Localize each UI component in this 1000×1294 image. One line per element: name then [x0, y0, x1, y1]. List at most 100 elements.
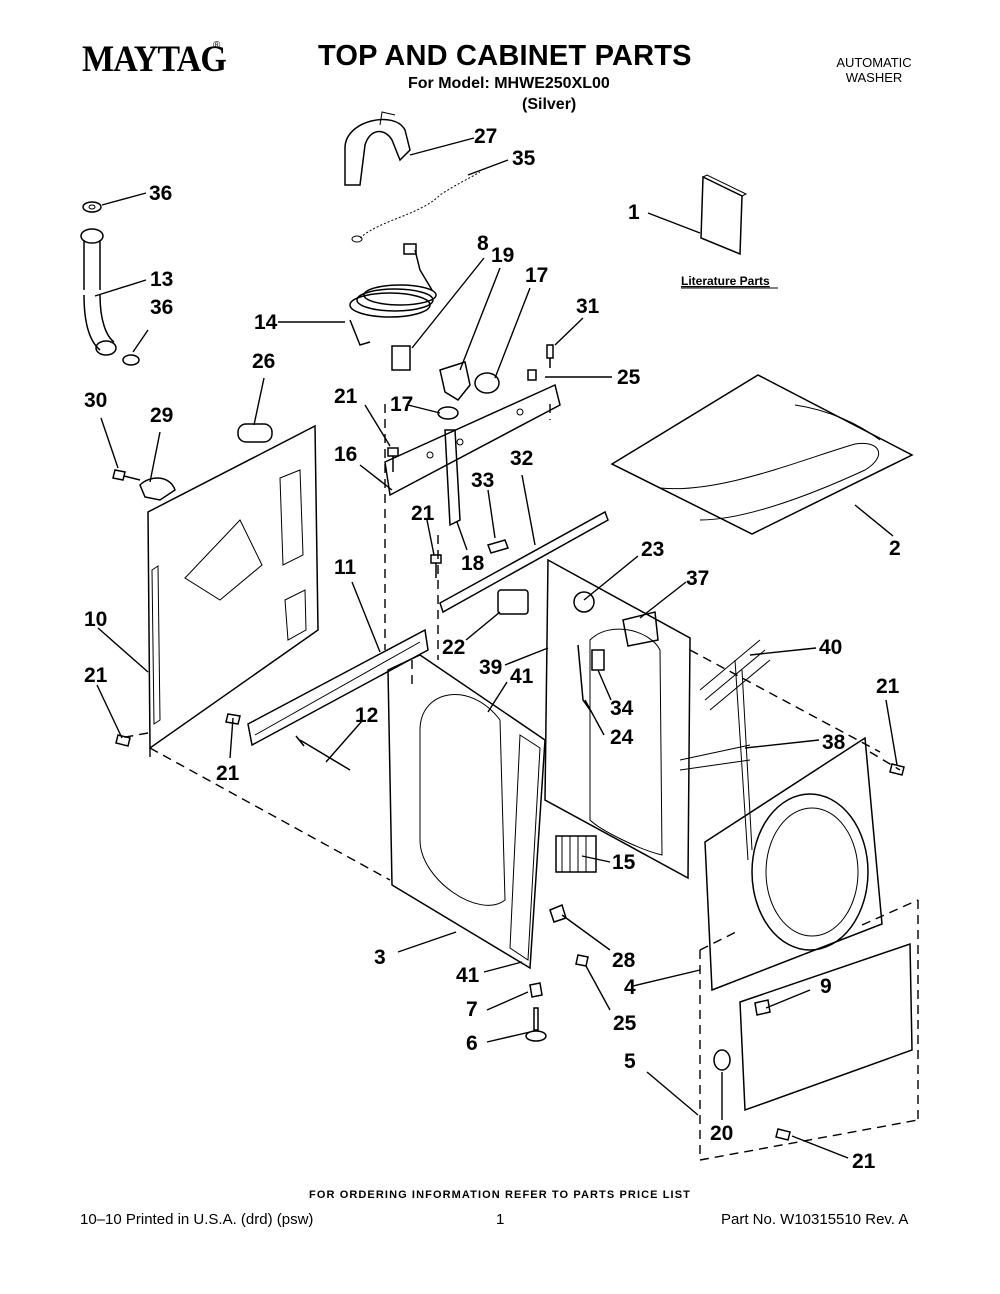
washer-36-top	[82, 201, 102, 213]
callout-1: 1	[628, 201, 640, 224]
screw-21-d	[225, 713, 241, 725]
clip-28	[549, 903, 567, 923]
clamp-23	[573, 591, 595, 613]
color-line: (Silver)	[522, 96, 577, 113]
clip-9	[754, 999, 771, 1016]
rear-brace-11	[247, 628, 429, 747]
callout-14: 14	[254, 311, 278, 334]
callout-25-a: 25	[617, 366, 641, 389]
cabinet-right-side	[544, 558, 691, 880]
top-lid-2	[610, 374, 914, 535]
screw-21-c	[115, 734, 131, 747]
part-number: Part No. W10315510 Rev. A	[721, 1211, 909, 1228]
nut-7	[529, 982, 543, 998]
screw-21-f	[889, 763, 905, 776]
callout-16: 16	[334, 443, 357, 466]
callout-41-b: 41	[456, 964, 480, 987]
callout-21-f: 21	[852, 1150, 876, 1173]
callout-17-b: 17	[390, 393, 413, 416]
screw-21-e	[775, 1128, 791, 1141]
ordering-note: FOR ORDERING INFORMATION REFER TO PARTS …	[309, 1189, 691, 1201]
callout-13: 13	[150, 268, 173, 291]
hose-clamp-17	[474, 372, 500, 394]
callout-21-e: 21	[216, 762, 240, 785]
brand-logo: MAYTAG	[82, 39, 227, 80]
grommet-26	[237, 423, 273, 443]
fill-hose-18	[444, 429, 461, 527]
callout-24: 24	[610, 726, 634, 749]
assembly-dashed-outline	[119, 404, 919, 1161]
page-number: 1	[496, 1211, 505, 1228]
callout-21-a: 21	[334, 385, 358, 408]
registered-mark: ®	[213, 40, 221, 51]
callout-36-a: 36	[149, 182, 172, 205]
callout-7: 7	[466, 998, 478, 1021]
callout-26: 26	[252, 350, 275, 373]
screw-21-a	[387, 447, 399, 472]
callout-11: 11	[334, 556, 357, 579]
side-panel-41	[387, 654, 546, 970]
callout-40: 40	[819, 636, 842, 659]
callout-37: 37	[686, 567, 709, 590]
rod-12	[295, 735, 351, 771]
leader-lines	[94, 137, 898, 1159]
inlet-hose-13	[80, 228, 117, 356]
callout-6: 6	[466, 1032, 478, 1055]
screw-21-b	[430, 554, 442, 578]
screw-31	[546, 344, 554, 368]
page-title: TOP AND CABINET PARTS	[318, 40, 692, 72]
cap-34	[591, 649, 605, 671]
callout-21-d: 21	[84, 664, 108, 687]
callout-41-a: 41	[510, 665, 534, 688]
appliance-type-line2: WASHER	[845, 70, 903, 85]
callout-2: 2	[889, 537, 901, 560]
callout-numbers: 27 35 36 1 13 36 8 19 17 14 31 25 26 21 …	[84, 125, 901, 1173]
strap-35	[359, 171, 481, 239]
callout-28: 28	[612, 949, 636, 972]
callout-19: 19	[491, 244, 514, 267]
literature-parts-label: Literature Parts	[681, 274, 770, 288]
toe-kick-panel-5	[739, 942, 913, 1112]
callout-30: 30	[84, 389, 107, 412]
callout-33: 33	[471, 469, 494, 492]
appliance-type-line1: AUTOMATIC	[836, 55, 912, 70]
callout-8: 8	[477, 232, 489, 255]
bumper-20	[713, 1049, 731, 1071]
callout-38: 38	[822, 731, 846, 754]
callout-32: 32	[510, 447, 533, 470]
callout-12: 12	[355, 704, 378, 727]
callout-10: 10	[84, 608, 107, 631]
callout-25-b: 25	[613, 1012, 637, 1035]
clip-33	[487, 539, 509, 554]
callout-23: 23	[641, 538, 664, 561]
cord-clamp-8	[391, 345, 411, 371]
callout-3: 3	[374, 946, 386, 969]
callout-27: 27	[474, 125, 497, 148]
leveling-leg-6	[525, 1007, 547, 1042]
callout-36-b: 36	[150, 296, 173, 319]
hose-guide-bracket-27	[344, 111, 411, 186]
strip-32	[439, 510, 609, 614]
literature-booklet-1	[700, 174, 748, 256]
callout-34: 34	[610, 697, 634, 720]
control-22	[497, 589, 529, 615]
hose-24	[577, 644, 591, 711]
screw-30	[112, 469, 141, 481]
callout-21-b: 21	[411, 502, 435, 525]
callout-9: 9	[820, 975, 832, 998]
rear-top-bracket-16	[384, 383, 561, 497]
screw-25	[575, 954, 589, 967]
clamp-29	[139, 477, 176, 501]
power-cord-14	[349, 243, 437, 346]
washer-36-bottom	[122, 354, 140, 366]
callout-18: 18	[461, 552, 485, 575]
callout-21-c: 21	[876, 675, 900, 698]
callout-22: 22	[442, 636, 465, 659]
rear-panel-10	[147, 424, 319, 750]
callout-17-a: 17	[525, 264, 548, 287]
wire-harness-40-38	[679, 639, 771, 861]
callout-20: 20	[710, 1122, 733, 1145]
callout-5: 5	[624, 1050, 636, 1073]
module-15	[555, 835, 597, 873]
